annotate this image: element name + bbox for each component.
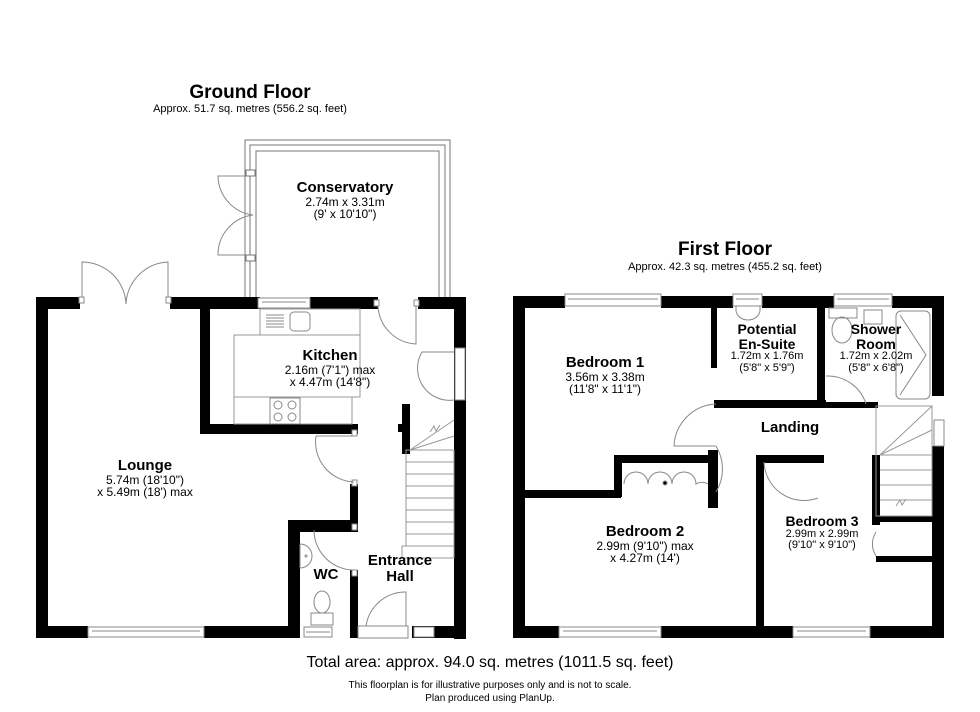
room-name-line2: En-Suite xyxy=(738,335,796,352)
room-name: WC xyxy=(313,566,339,583)
room-name-line1: Shower xyxy=(850,321,902,337)
room-kitchen: Kitchen 2.16m (7'1") max x 4.47m (14'8") xyxy=(250,348,410,389)
hall-window xyxy=(413,626,435,638)
conservatory-french-doors xyxy=(217,175,254,256)
room-name: Kitchen xyxy=(302,347,358,364)
wc-basin-icon xyxy=(299,543,313,569)
front-door xyxy=(357,591,409,639)
room-entrance-hall: Entrance Hall xyxy=(360,553,440,585)
room-lounge: Lounge 5.74m (18'10") x 5.49m (18') max xyxy=(70,458,220,499)
room-dimensions-metric: 2.74m x 3.31m xyxy=(305,194,385,209)
first-floor-plan xyxy=(513,293,945,638)
room-dimensions-imperial: (5'8" x 5'9") xyxy=(739,361,795,374)
room-conservatory: Conservatory 2.74m x 3.31m (9' x 10'10") xyxy=(270,180,420,221)
room-bedroom-1: Bedroom 1 3.56m x 3.38m (11'8" x 11'1") xyxy=(535,355,675,396)
room-dimensions-metric: 1.72m x 2.02m xyxy=(839,350,913,363)
room-dimensions-imperial: (5'8" x 6'8") xyxy=(848,361,904,374)
shower-toilet-icon xyxy=(828,307,858,344)
room-dimensions-width: 2.16m (7'1") max xyxy=(284,362,376,377)
first-floor-stairs xyxy=(875,405,933,517)
first-floor-doors xyxy=(623,375,877,557)
first-floor-windows xyxy=(558,293,945,638)
lounge-door xyxy=(315,429,358,487)
wc-toilet-icon xyxy=(310,590,334,626)
room-shower-room: Shower Room 1.72m x 2.02m (5'8" x 6'8") xyxy=(826,322,926,374)
wc-window xyxy=(303,626,333,638)
wc-door xyxy=(313,523,358,577)
room-name-line1: Potential xyxy=(737,321,797,337)
room-dimensions-metric: 3.56m x 3.38m xyxy=(565,369,645,384)
room-bedroom-3: Bedroom 3 2.99m x 2.99m (9'10" x 9'10") xyxy=(770,514,874,552)
sink-icon xyxy=(266,311,311,332)
lounge-french-doors xyxy=(78,261,172,305)
shower-basin-icon xyxy=(863,309,883,325)
room-dimensions-imperial: (9' x 10'10") xyxy=(313,207,377,222)
en-suite-basin-icon xyxy=(735,305,761,321)
room-name: Bedroom 3 xyxy=(785,513,859,529)
hall-walls xyxy=(300,404,466,638)
room-dimensions-imperial: (11'8" x 11'1") xyxy=(568,382,642,397)
room-wc: WC xyxy=(306,567,346,583)
side-door xyxy=(417,347,466,401)
kitchen-window xyxy=(257,297,311,309)
first-floor-title: First Floor xyxy=(678,239,772,260)
room-dimensions-metric: 1.72m x 1.76m xyxy=(730,350,804,363)
kitchen-counters xyxy=(233,308,361,425)
room-name-line2: Room xyxy=(856,335,896,352)
room-dimensions-length: x 4.27m (14') xyxy=(610,551,680,566)
room-name: Bedroom 1 xyxy=(565,354,645,371)
conservatory-frame xyxy=(244,139,451,300)
room-dimensions-length: x 4.47m (14'8") xyxy=(289,375,371,390)
credit-text: Plan produced using PlanUp. xyxy=(425,693,555,704)
room-dimensions-imperial: (9'10" x 9'10") xyxy=(788,539,856,552)
room-name: Conservatory xyxy=(296,179,394,196)
room-name: Landing xyxy=(760,419,820,436)
kitchen-door xyxy=(373,299,420,345)
room-name-line1: Entrance xyxy=(367,552,433,569)
room-name: Bedroom 2 xyxy=(605,523,685,540)
room-name-line2: Hall xyxy=(386,567,414,585)
room-dimensions-metric: 2.99m x 2.99m xyxy=(785,527,859,540)
wc-walls xyxy=(288,520,358,638)
lounge-window xyxy=(87,626,205,638)
ground-stairs xyxy=(401,419,455,559)
shower-tray-icon xyxy=(895,310,931,400)
disclaimer-text: This floorplan is for illustrative purpo… xyxy=(348,680,632,691)
ground-floor-area: Approx. 51.7 sq. metres (556.2 sq. feet) xyxy=(153,103,347,115)
room-landing: Landing xyxy=(740,420,840,436)
room-name: Lounge xyxy=(117,457,173,474)
hob-icon xyxy=(269,397,301,425)
room-dimensions-width: 2.99m (9'10") max xyxy=(596,538,694,553)
room-bedroom-2: Bedroom 2 2.99m (9'10") max x 4.27m (14'… xyxy=(570,524,720,565)
room-dimensions-width: 5.74m (18'10") xyxy=(106,472,184,487)
total-area: Total area: approx. 94.0 sq. metres (101… xyxy=(306,654,674,671)
ground-floor-title: Ground Floor xyxy=(189,82,311,103)
ground-floor-plan xyxy=(36,139,466,639)
first-floor-area: Approx. 42.3 sq. metres (455.2 sq. feet) xyxy=(628,261,822,273)
room-dimensions-length: x 5.49m (18') max xyxy=(97,485,193,500)
room-en-suite: Potential En-Suite 1.72m x 1.76m (5'8" x… xyxy=(718,322,816,374)
